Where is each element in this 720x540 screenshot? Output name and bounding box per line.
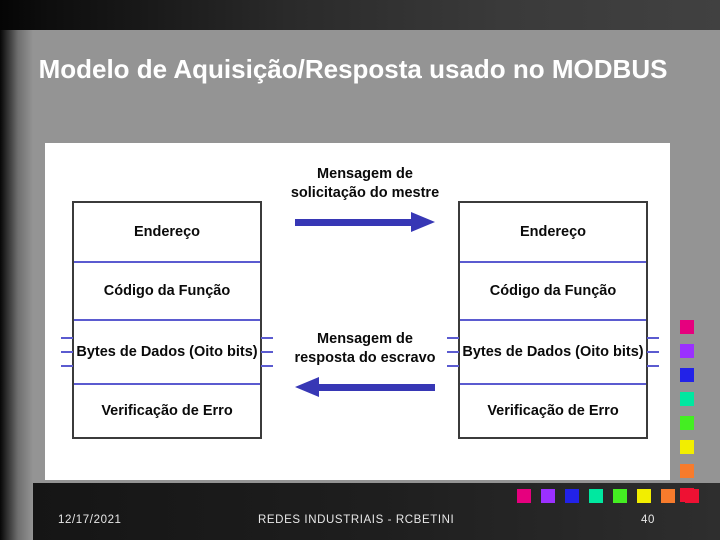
diagram-panel: Endereço Código da Função Bytes de Dados… [45,143,670,480]
decorative-square [680,368,694,382]
footer-page-number: 40 [641,514,655,526]
decorative-square [613,489,627,503]
decorative-square [589,489,603,503]
response-cell-data-bytes: Bytes de Dados (Oito bits) [447,319,659,383]
response-cell-data-bytes-label: Bytes de Dados (Oito bits) [462,344,644,360]
decorative-square [541,489,555,503]
continuation-ticks-left-icon [447,337,459,367]
response-cell-error-check: Verificação de Erro [460,383,646,437]
arrow-head [295,377,319,397]
left-gradient-strip [0,30,33,540]
decorative-square [680,464,694,478]
decorative-square [680,344,694,358]
decorative-square [680,488,694,502]
decorative-square [565,489,579,503]
request-flow: Mensagem de solicitação do mestre [270,165,460,233]
response-cell-address: Endereço [519,224,587,240]
response-flow: Mensagem de resposta do escravo [270,330,460,398]
continuation-ticks-left-icon [61,337,73,367]
request-cell-address: Endereço [133,224,201,240]
footer-course-title: REDES INDUSTRIAIS - RCBETINI [258,514,455,526]
arrow-shaft [317,384,435,391]
response-frame-box: Endereço Código da Função Bytes de Dados… [447,201,659,439]
response-cell-function-code: Código da Função [460,261,646,319]
request-cell-data-bytes-label: Bytes de Dados (Oito bits) [76,344,258,360]
request-flow-label: Mensagem de solicitação do mestre [290,166,440,201]
request-cell-error-check: Verificação de Erro [74,383,260,437]
request-cell-data-bytes: Bytes de Dados (Oito bits) [61,319,273,383]
footer-date: 12/17/2021 [58,514,122,526]
continuation-ticks-right-icon [261,337,273,367]
request-cell-function-code: Código da Função [74,261,260,319]
slide-footer: 12/17/2021 REDES INDUSTRIAIS - RCBETINI … [33,483,720,540]
decorative-square [680,320,694,334]
arrow-left-icon [295,376,435,398]
arrow-right-icon [295,211,435,233]
continuation-ticks-right-icon [647,337,659,367]
arrow-head [411,212,435,232]
decorative-square [661,489,675,503]
request-frame-box: Endereço Código da Função Bytes de Dados… [61,201,273,439]
arrow-shaft [295,219,413,226]
decorative-square [637,489,651,503]
decorative-square [517,489,531,503]
page-title: Modelo de Aquisição/Resposta usado no MO… [38,54,668,84]
response-flow-label: Mensagem de resposta do escravo [294,331,436,366]
decorative-square [680,416,694,430]
decorative-square [680,392,694,406]
decorative-square [680,440,694,454]
